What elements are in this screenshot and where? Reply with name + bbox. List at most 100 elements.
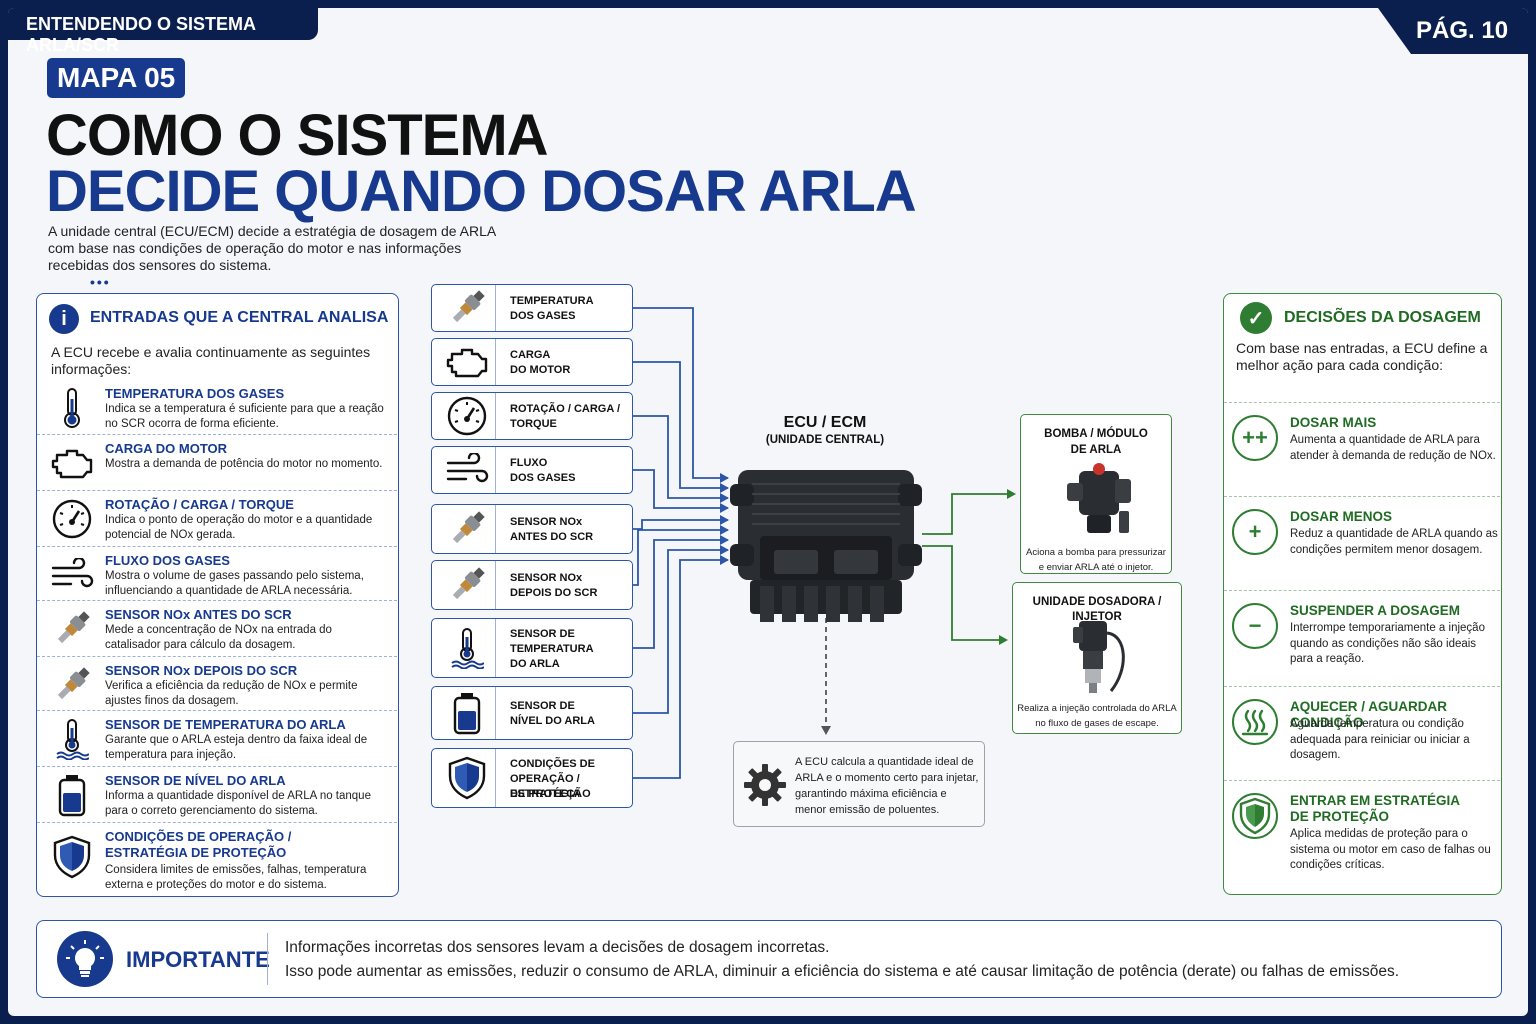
signal-label: TEMPERATURA (510, 642, 594, 655)
decision-desc: Aumenta a quantidade de ARLA para atende… (1290, 434, 1496, 462)
input-item-title: TEMPERATURA DOS GASES (105, 386, 285, 401)
connector-arrowhead (720, 503, 729, 513)
shield-icon (47, 835, 97, 879)
input-item: TEMPERATURA DOS GASES Indica se a tempera… (37, 380, 397, 436)
inputs-title: ENTRADAS QUE A CENTRAL ANALISA (90, 309, 389, 326)
divider (267, 933, 268, 985)
signal-label: DE PROTEÇÃO (510, 787, 591, 800)
page-title-line2: DECIDE QUANDO DOSAR ARLA (46, 159, 917, 224)
injector-icon (1073, 621, 1125, 693)
input-item-title-line: CONDIÇÕES DE OPERAÇÃO / (105, 829, 292, 844)
input-item-desc: Considera limites de emissões, falhas, t… (105, 864, 367, 891)
shield-icon (438, 749, 496, 807)
decision-title-line: DE PROTEÇÃO (1290, 809, 1390, 824)
signal-label: FLUXO (510, 457, 548, 469)
input-item-title: SENSOR NOx DEPOIS DO SCR (105, 663, 298, 678)
signal-connector (633, 469, 728, 509)
signal-label: TORQUE (510, 418, 557, 430)
sensor-icon (438, 505, 496, 553)
engine-icon (47, 441, 97, 485)
page-number: PÁG. 10 (1378, 8, 1528, 54)
signal-connector (633, 415, 728, 499)
section-tab: ENTENDENDO O SISTEMA ARLA/SCR (8, 8, 318, 55)
input-item-title: CONDIÇÕES DE OPERAÇÃO /ESTRATÉGIA DE PRO… (105, 829, 291, 861)
input-item-title-line: ESTRATÉGIA DE PROTEÇÃO (105, 845, 287, 860)
gauge-icon (438, 393, 496, 439)
signal-label: TEMPERATURA (510, 295, 594, 307)
plus-icon: + (1232, 509, 1278, 555)
input-item-title: SENSOR NOx ANTES DO SCR (105, 607, 292, 622)
input-item-desc: Mostra o volume de gases passando pelo s… (105, 570, 364, 597)
input-item-title: ROTAÇÃO / CARGA / TORQUE (105, 497, 294, 512)
input-item-title: CARGA DO MOTOR (105, 441, 228, 456)
liquid-thermometer-icon (438, 619, 496, 677)
ecu-title: ECU / ECM (783, 414, 867, 431)
output-connector (922, 493, 1014, 535)
pump-desc-2: e enviar ARLA até o injetor. (1038, 562, 1154, 573)
signal-label: SENSOR DE (510, 700, 575, 712)
sensor-icon (438, 285, 496, 331)
decision-desc: Aplica medidas de proteção para o sistem… (1290, 828, 1491, 871)
minus-icon: − (1232, 603, 1278, 649)
gauge-icon (47, 497, 97, 541)
pump-module-box: BOMBA / MÓDULO DE ARLA Aciona a bomba pa… (1020, 414, 1172, 574)
tank-level-icon (47, 773, 97, 817)
pump-desc-1: Aciona a bomba para pressurizar (1026, 547, 1166, 558)
connector-arrowhead (720, 545, 729, 555)
signal-label: SENSOR NOx (510, 516, 583, 528)
decisions-panel: ✓ DECISÕES DA DOSAGEM Com base nas entra… (1223, 293, 1502, 895)
decision-item: ++ DOSAR MAIS Aumenta a quantidade de ARLA… (1224, 402, 1500, 496)
connector-arrowhead (720, 555, 729, 565)
heat-icon (1232, 699, 1278, 745)
signal-connector (633, 559, 728, 779)
connector-arrowhead (720, 473, 729, 483)
connector-arrowhead (999, 635, 1008, 645)
inputs-desc: A ECU recebe e avalia continuamente as s… (51, 344, 371, 377)
signal-connector (633, 539, 728, 649)
decisions-desc: Com base nas entradas, a ECU define a me… (1236, 340, 1488, 373)
connector-arrowhead (720, 535, 729, 545)
signal-label: DO MOTOR (510, 364, 571, 376)
doser-desc-2: no fluxo de gases de escape. (1035, 718, 1159, 729)
input-item-desc: Indica se a temperatura é suficiente par… (105, 403, 384, 430)
signal-label: DOS GASES (510, 472, 576, 484)
signal-label: SENSOR NOx (510, 572, 583, 584)
sensor-icon (47, 663, 97, 707)
connector-arrowhead (720, 493, 729, 503)
gear-icon (744, 764, 786, 806)
connector-arrowhead (720, 525, 729, 535)
input-item-title: SENSOR DE NÍVEL DO ARLA (105, 773, 286, 788)
input-item: SENSOR NOx ANTES DO SCR Mede a concentraç… (37, 600, 397, 656)
calculation-text: A ECU calcula a quantidade ideal de ARLA… (795, 756, 979, 816)
decision-title: DOSAR MAIS (1290, 415, 1377, 430)
input-item-desc: Mede a concentração de NOx na entrada do… (105, 624, 332, 651)
plus-plus-icon: ++ (1232, 415, 1278, 461)
decision-title-line: ENTRAR EM ESTRATÉGIA (1290, 793, 1461, 808)
ecu-subtitle: (UNIDADE CENTRAL) (765, 434, 885, 446)
signal-connector (633, 519, 728, 530)
thermometer-icon (47, 386, 97, 430)
signal-box: SENSOR DE NÍVEL DO ARLA (431, 686, 633, 740)
signal-box: FLUXO DOS GASES (431, 446, 633, 494)
signal-label: CONDIÇÕES DE (510, 757, 595, 770)
engine-icon (438, 339, 496, 385)
input-item: CONDIÇÕES DE OPERAÇÃO /ESTRATÉGIA DE PRO… (37, 822, 397, 898)
input-item-title: SENSOR DE TEMPERATURA DO ARLA (105, 717, 346, 732)
signal-label: NÍVEL DO ARLA (510, 715, 595, 727)
signal-label: CARGA (510, 349, 551, 361)
sensor-icon (438, 561, 496, 609)
pump-icon (1067, 463, 1131, 533)
calculation-note: A ECU calcula a quantidade ideal de ARLA… (733, 741, 985, 827)
input-item-title: FLUXO DOS GASES (105, 553, 230, 568)
signal-label: DO ARLA (510, 657, 560, 670)
